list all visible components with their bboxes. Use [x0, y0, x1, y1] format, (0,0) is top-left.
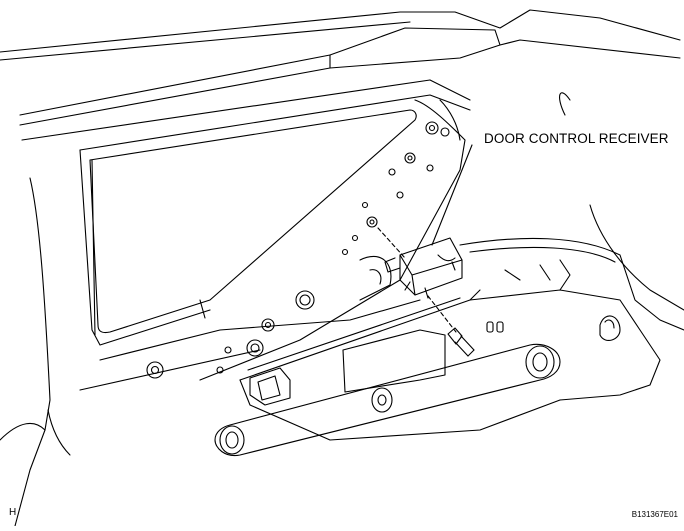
door-control-receiver [385, 238, 462, 298]
callout-leader-line [432, 145, 472, 245]
lower-grab-bar [215, 344, 560, 455]
mounting-bolt [448, 328, 474, 356]
callout-label-door-control-receiver: DOOR CONTROL RECEIVER [484, 131, 669, 146]
left-pillar [0, 178, 70, 526]
install-guide-lines [378, 228, 456, 332]
roof-panel [0, 10, 680, 140]
quarter-window [80, 95, 470, 345]
c-pillar-panel [80, 100, 465, 390]
rear-body-side [460, 93, 684, 330]
rear-trim-panel [240, 290, 660, 440]
figure-code: B131367E01 [631, 510, 678, 519]
corner-mark: H [9, 507, 17, 518]
